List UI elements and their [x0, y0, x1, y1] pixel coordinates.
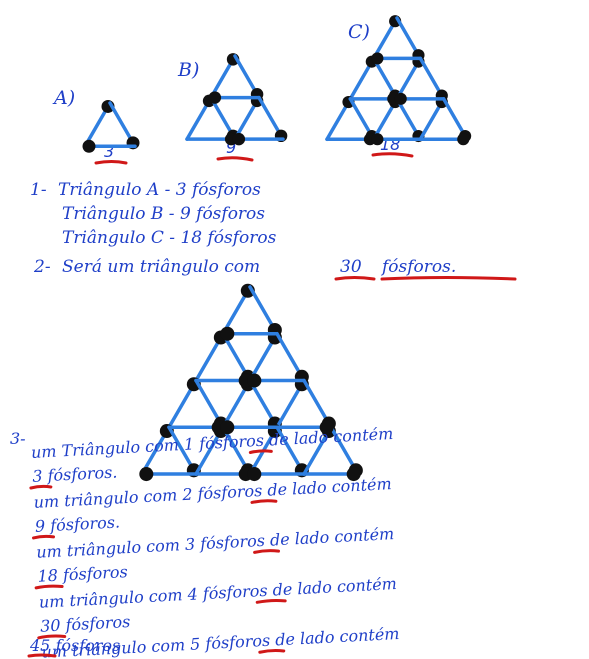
figure-c-count-underline: [371, 152, 414, 158]
match-head: [220, 326, 235, 341]
q2-unit: fósforos.: [380, 257, 456, 277]
figure-a-label: A): [52, 87, 75, 109]
match-head: [82, 139, 96, 153]
figure-b-count-underline: [216, 156, 254, 162]
q3-line-6: 18 fósforos: [37, 562, 128, 586]
q3-line-2: 3 fósforos.: [32, 462, 118, 485]
q3-underline-9: [258, 649, 286, 654]
q1-line-c: Triângulo C - 18 fósforos: [62, 228, 277, 248]
q3-underline-4: [32, 534, 55, 540]
match-triangle-large: [139, 283, 363, 482]
match-head: [232, 132, 246, 146]
match-head: [139, 467, 154, 482]
q2-value-underline: [334, 276, 376, 281]
q3-underline-2: [29, 484, 53, 490]
match-head: [220, 420, 235, 435]
q2-number: 2-: [33, 257, 51, 277]
match-head: [457, 133, 470, 146]
q3-underline-10: [27, 653, 57, 658]
figure-c-label: C): [348, 21, 370, 43]
q1-number: 1-: [30, 180, 47, 200]
q3-underline-8: [37, 634, 67, 640]
match-triangle-a: [82, 99, 140, 153]
figure-b-label: B): [177, 59, 199, 81]
match-head: [319, 420, 334, 435]
match-head: [208, 91, 222, 104]
match-head: [346, 467, 361, 482]
q1-line-a: Triângulo A - 3 fósforos: [58, 180, 261, 200]
match-head: [394, 92, 407, 105]
q3-underline-7: [255, 598, 287, 604]
match-head: [247, 467, 262, 482]
q3-line-4: 9 fósforos.: [34, 512, 120, 535]
q2-text: Será um triângulo com: [62, 257, 260, 277]
q3-underline-5: [253, 549, 281, 554]
q3-underline-6: [34, 584, 64, 590]
figure-b-count: 9: [226, 138, 236, 157]
q3-number: 3-: [10, 429, 26, 448]
q3-line-10: 45 fósforos: [29, 636, 120, 655]
q2-value: 30: [340, 257, 362, 277]
q1-line-b: Triângulo B - 9 fósforos: [62, 204, 265, 224]
q3-underline-3: [250, 499, 278, 504]
q2-unit-underline: [380, 276, 517, 281]
match-head: [247, 373, 262, 388]
q3-underline-1: [248, 449, 273, 454]
q3-line-8: 30 fósforos: [40, 612, 131, 636]
match-head: [371, 133, 384, 146]
match-head: [371, 52, 384, 65]
match-triangle-b: [185, 53, 288, 146]
figure-a-count-underline: [94, 160, 128, 165]
figure-a-count: 3: [104, 142, 114, 161]
match-triangle-c: [325, 15, 472, 146]
